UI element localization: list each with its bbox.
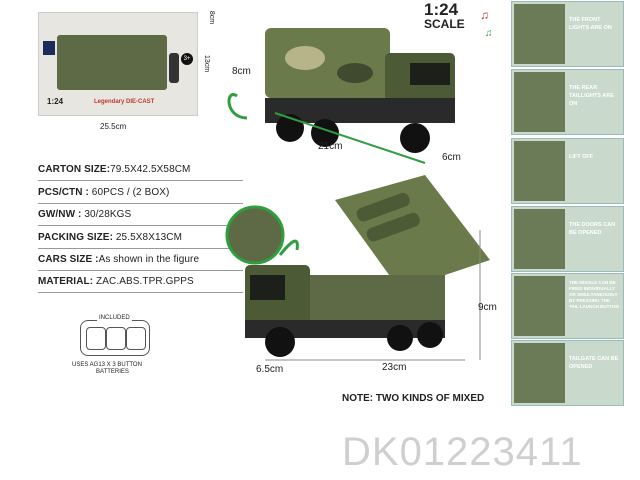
launcher-wheel	[417, 322, 443, 348]
box-traffic-light-icon	[169, 53, 179, 83]
feature-image	[514, 209, 565, 269]
launcher-dim-height: 9cm	[478, 302, 497, 313]
missile-tube	[366, 212, 420, 242]
box-series-label: Legendary DIE-CAST	[94, 99, 155, 105]
sound-icon: ♫	[485, 28, 493, 39]
launcher-wheel	[265, 327, 295, 357]
launcher-dim-length: 23cm	[382, 362, 407, 373]
product-code: DK01223411	[342, 430, 583, 474]
spec-carton-size: CARTON SIZE:79.5X42.5X58CM	[38, 164, 243, 181]
scale-word: SCALE	[424, 17, 465, 31]
feature-panel-rear-lights: THE REAR TAILLIGHTS ARE ON	[511, 69, 624, 135]
battery-cell-icon	[86, 327, 106, 350]
truck-dim-length: 21cm	[318, 141, 343, 152]
box-dim-width: 25.5cm	[100, 122, 127, 131]
battery-diagram	[80, 320, 150, 356]
box-scale-label: 1:24	[47, 97, 64, 106]
truck-windshield	[410, 63, 450, 85]
truck-camo-patch	[337, 63, 373, 83]
launcher-cargo-bed	[295, 275, 445, 320]
truck-wheel	[400, 123, 430, 153]
missile-tube	[356, 192, 410, 222]
music-note-icon: ♫	[480, 8, 489, 22]
spec-gw-nw: GW/NW : 30/28KGS	[38, 209, 243, 226]
spec-cars-size: CARS SIZE :As shown in the figure	[38, 254, 243, 271]
covered-truck-image	[227, 28, 455, 164]
feature-image	[514, 4, 565, 64]
missile-launcher-image	[225, 175, 490, 361]
detail-zoom-circle	[225, 205, 285, 265]
feature-panel-lift-off: LIFT OFF	[511, 138, 624, 204]
feature-panel-front-lights: THE FRONT LIGHTS ARE ON	[511, 1, 624, 67]
truck-canopy	[265, 28, 390, 98]
battery-cell-icon	[126, 327, 146, 350]
box-logo-icon	[43, 41, 55, 55]
feature-panel-missile: THE MISSILE CAN BE FIRED INDIVIDUALLY OR…	[511, 273, 624, 339]
spec-pcs-ctn: PCS/CTN : 60PCS / (2 BOX)	[38, 187, 243, 204]
feature-image	[514, 72, 565, 132]
spiral-decoration	[227, 93, 248, 120]
box-age-badge: 3+	[181, 53, 193, 65]
box-dim-depth: 13cm	[203, 54, 211, 73]
feature-image	[514, 343, 565, 403]
battery-cell-icon	[106, 327, 126, 350]
length-guide-line	[274, 112, 426, 164]
truck-dim-width: 6cm	[442, 152, 461, 163]
truck-dim-height: 8cm	[232, 66, 251, 77]
battery-note-line2: BATTERIES	[96, 369, 129, 375]
spec-material: MATERIAL: ZAC.ABS.TPR.GPPS	[38, 276, 243, 293]
launcher-wheel	[387, 325, 413, 351]
feature-image	[514, 276, 565, 336]
launcher-dim-width: 6.5cm	[256, 364, 284, 375]
battery-note-line1: USES AG13 X 3 BUTTON	[72, 362, 142, 368]
zoom-arrow-icon	[278, 239, 299, 256]
spec-packing-size: PACKING SIZE: 25.5X8X13CM	[38, 232, 243, 249]
launcher-windshield	[250, 275, 285, 300]
product-box: 3+ 1:24 Legendary DIE-CAST	[38, 12, 198, 116]
feature-image	[514, 141, 565, 201]
truck-wheel	[311, 119, 339, 147]
feature-panel-tailgate: TAILGATE CAN BE OPENED	[511, 340, 624, 406]
missile-launcher-pod	[335, 175, 490, 290]
box-truck-image	[57, 35, 167, 90]
feature-panel-doors: THE DOORS CAN BE OPENED	[511, 206, 624, 272]
scale-ratio: 1:24	[424, 0, 459, 19]
box-dim-height: 8cm	[208, 10, 216, 25]
mixed-note: NOTE: TWO KINDS OF MIXED	[342, 393, 485, 404]
battery-title: INCLUDED	[97, 315, 132, 321]
truck-camo-patch	[285, 46, 325, 70]
